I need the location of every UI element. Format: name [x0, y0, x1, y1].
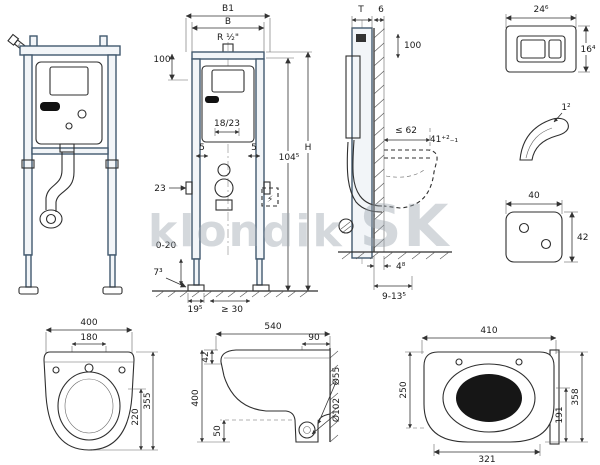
- dim-wcside-42-label: 42: [201, 351, 211, 362]
- wc-front-view: 410 250 191 358 321: [399, 326, 588, 465]
- dim-wcfront-358-label: 358: [571, 388, 581, 405]
- dim-7-label: 7³: [153, 268, 163, 278]
- dim-wcside-540-label: 540: [264, 322, 281, 332]
- wc-top-view: 400 180 220 355: [43, 318, 158, 451]
- flush-button-large: [520, 39, 546, 59]
- dim-wcfront-321-label: 321: [478, 455, 495, 465]
- side-installation-view: T 6 100 ≤ 62 41⁺²₋₁ 4⁸ 9-13⁵: [338, 5, 458, 302]
- dim-side-100-label: 100: [404, 41, 421, 51]
- dim-41-label: 41⁺²₋₁: [430, 135, 459, 145]
- dim-0-20-label: 0-20: [156, 241, 177, 251]
- dim-5-left-label: 5: [199, 143, 205, 153]
- sound-insulation-pad-view: 40 42: [505, 191, 588, 263]
- dim-wcfront-250-label: 250: [399, 381, 409, 398]
- dim-h-label: H: [305, 143, 312, 153]
- dim-wcfront-191-label: 191: [555, 406, 565, 423]
- dim-wcside-d102-label: Ø102: [331, 398, 342, 422]
- electrical-icon: ⚡: [267, 195, 273, 205]
- dim-wcside-d55-label: Ø55: [331, 367, 342, 386]
- wall-bend-view: 1²: [519, 103, 571, 161]
- dim-30-label: ≥ 30: [221, 305, 243, 315]
- dim-19-label: 19⁵: [187, 305, 202, 315]
- dim-wcfront-410-label: 410: [480, 326, 497, 336]
- bowl-opening: [456, 374, 522, 422]
- dim-9-13-label: 9-13⁵: [382, 292, 406, 302]
- dim-4-label: 4⁸: [396, 262, 406, 272]
- frame-front-dimension-view: ⚡ B1 B R ½" 100 18/23 5 5 23 104⁵ H 0-20: [152, 4, 318, 315]
- wc-side-view: 540 90 42 400 50 Ø55 Ø102: [191, 322, 342, 443]
- dim-104-label: 104⁵: [279, 153, 300, 163]
- dim-b-label: B: [225, 17, 231, 27]
- dim-wcside-50-label: 50: [213, 425, 223, 437]
- dim-wctop-355-label: 355: [143, 392, 153, 409]
- dim-wctop-220-label: 220: [131, 408, 141, 425]
- dim-18-23-label: 18/23: [214, 119, 240, 129]
- dim-6-label: 6: [378, 5, 384, 15]
- dim-pad-height-label: 42: [577, 233, 588, 243]
- dim-pad-width-label: 40: [528, 191, 540, 201]
- dim-bend-label: 1²: [561, 103, 571, 113]
- geberit-logo: [40, 102, 60, 111]
- dim-5-right-label: 5: [251, 143, 257, 153]
- dim-t-label: T: [357, 5, 364, 15]
- dim-wctop-180-label: 180: [80, 333, 97, 343]
- dim-b1-label: B1: [222, 4, 234, 14]
- frame-perspective-view: [7, 33, 123, 295]
- dim-wcside-400-label: 400: [191, 389, 201, 406]
- dim-62-label: ≤ 62: [395, 126, 417, 136]
- dim-r-half-label: R ½": [217, 33, 239, 43]
- flush-button-small: [548, 39, 562, 59]
- dim-100-label: 100: [153, 55, 170, 65]
- dim-wcside-90-label: 90: [308, 333, 320, 343]
- dim-wctop-400-label: 400: [80, 318, 97, 328]
- dim-plate-width-label: 24⁶: [533, 5, 548, 15]
- dim-plate-height-label: 16⁴: [580, 45, 595, 55]
- dim-23-label: 23: [154, 184, 165, 194]
- actuator-plate-view: 24⁶ 16⁴: [505, 5, 598, 73]
